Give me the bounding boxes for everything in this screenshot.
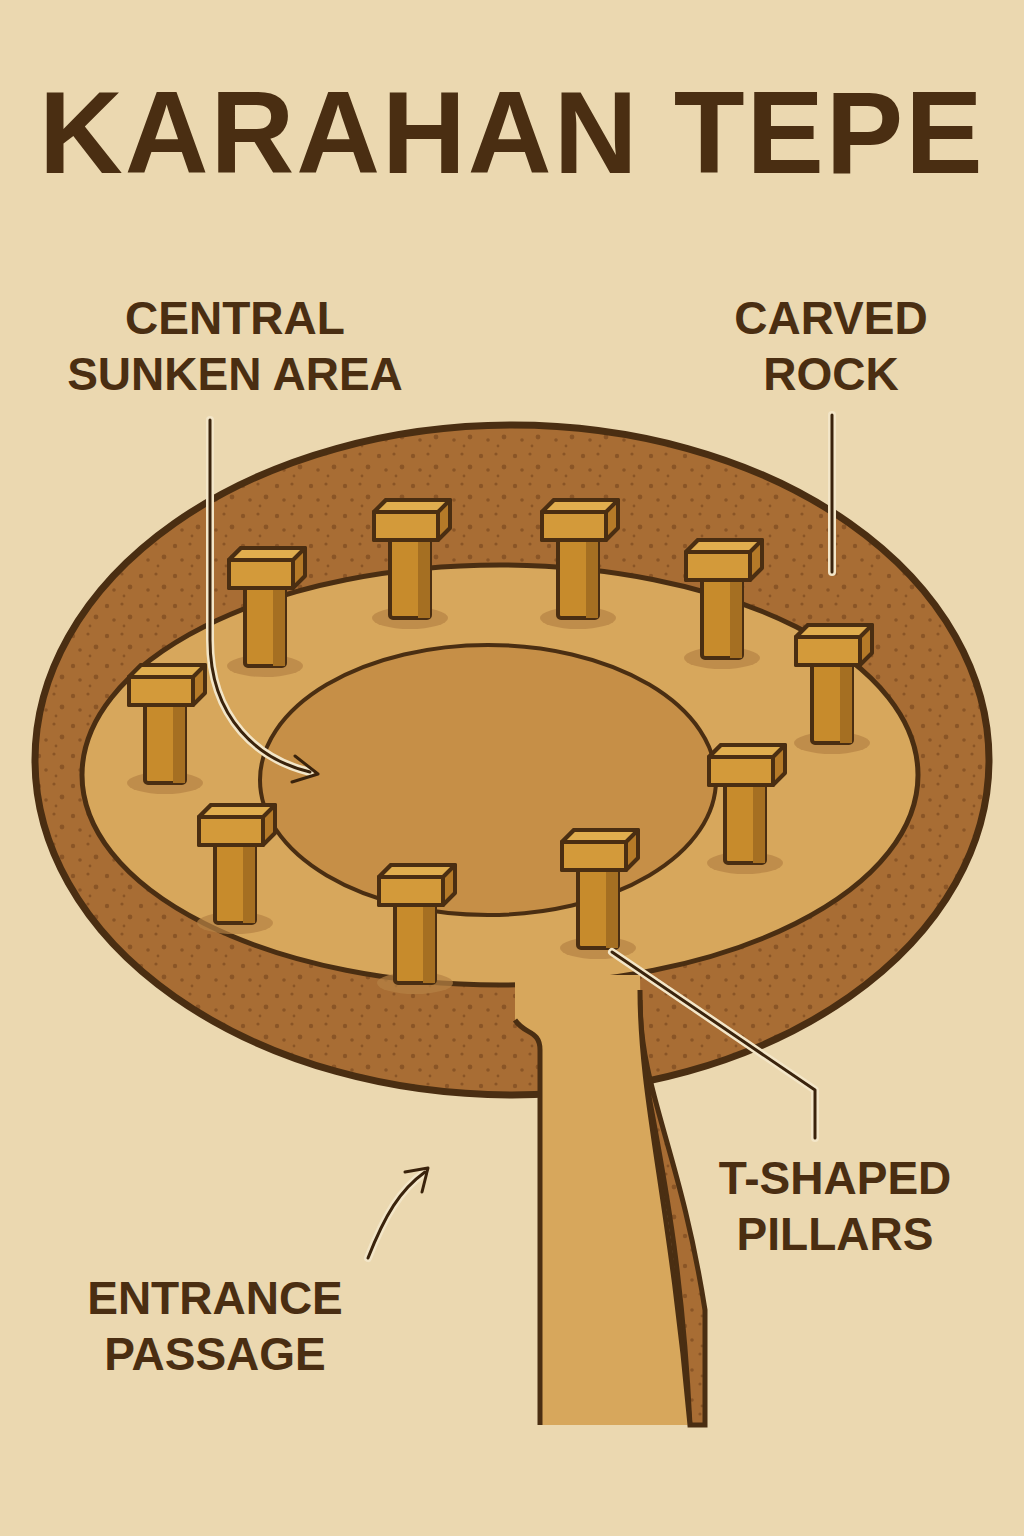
leader-line — [368, 1172, 425, 1258]
t-pillar — [707, 745, 785, 874]
t-pillar — [377, 865, 455, 994]
rock-label: CARVED ROCK — [700, 290, 962, 402]
t-pillar — [540, 500, 618, 629]
leader-line — [831, 415, 834, 572]
t-pillar — [372, 500, 450, 629]
pillar-label: T-SHAPED PILLARS — [680, 1150, 990, 1262]
leader-line — [828, 415, 836, 572]
t-pillar — [227, 548, 305, 677]
leader-line — [368, 1172, 425, 1258]
passage-label: ENTRANCE PASSAGE — [45, 1270, 385, 1382]
leader-line — [210, 420, 310, 772]
entrance-passage — [515, 975, 690, 1425]
leader-line — [210, 420, 310, 772]
arrowhead — [405, 1168, 428, 1192]
leader-line — [612, 952, 815, 1138]
rock-wall — [35, 425, 989, 1095]
title: KARAHAN TEPE — [39, 70, 985, 198]
area-label: CENTRAL SUNKEN AREA — [45, 290, 425, 402]
t-pillar — [127, 665, 205, 794]
t-pillar — [560, 830, 638, 959]
t-pillar — [197, 805, 275, 934]
passage-edge — [515, 990, 690, 1425]
arrowhead — [292, 756, 318, 782]
t-pillar — [684, 540, 762, 669]
sunken-area — [260, 645, 716, 915]
leader-line — [612, 952, 815, 1138]
t-pillar — [794, 625, 872, 754]
